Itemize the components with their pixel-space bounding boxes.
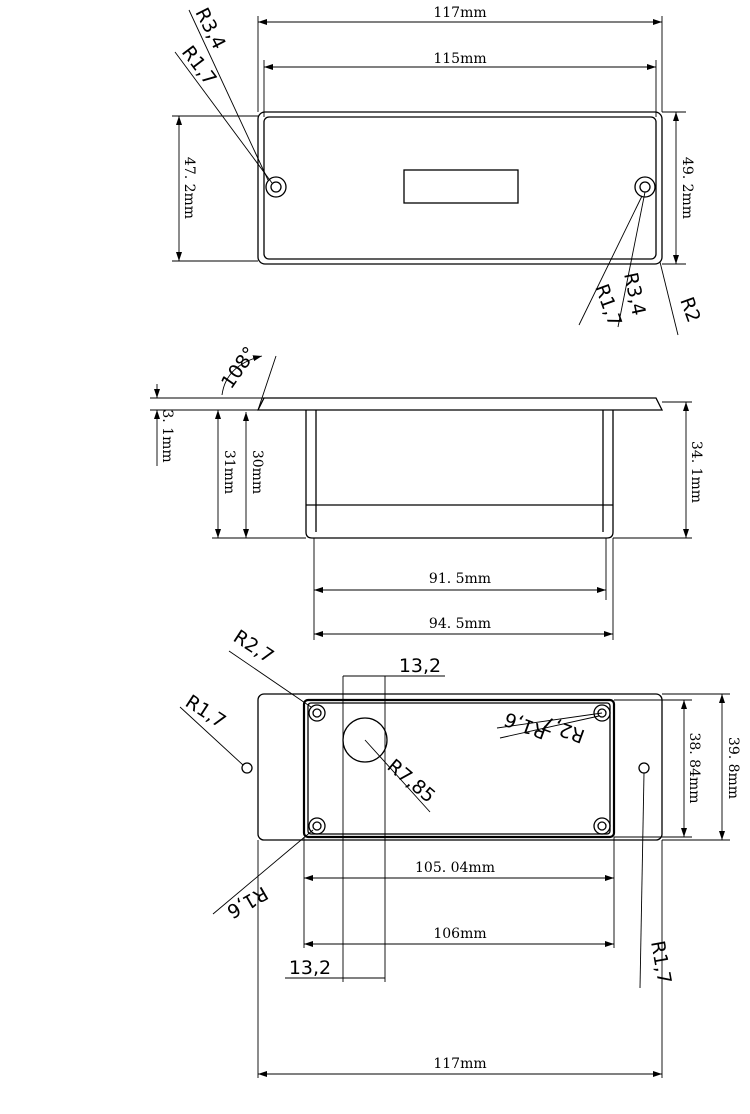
side-flange [256,397,664,411]
dim-height-30: 30mm [249,450,265,494]
side-view: 108° 3. 1mm 31mm 30mm 34. 1mm 91. 5mm 94… [150,343,704,640]
dim-inner-bottom: 91. 5mm [429,571,491,587]
screw-hole-top-left [308,704,326,722]
bottom-inner-outline-a [302,698,616,839]
bottom-inner-outline-b [307,702,611,835]
dim-overall-width: 117mm [433,5,486,21]
dim-flange: 3. 1mm [159,409,175,462]
screw-hole-top-right [593,704,611,722]
dim-height-inner: 38. 84mm [686,732,702,803]
label-mount-hole-left: R1,7 [181,691,229,733]
display-window [403,169,519,204]
dim-inner-width: 115mm [433,51,486,67]
right-mount-hole-outer [634,176,656,198]
label-hole-r16-top: R1,6 [501,707,549,743]
screw-hole-bottom-left [308,817,326,835]
label-corner-radius: R2 [675,294,704,325]
dim-outer-width: 106mm [433,926,486,942]
dim-height-outer: 39. 8mm [725,737,741,799]
label-big-hole: R7,85 [383,755,440,808]
mount-hole-right [638,762,650,774]
dim-left-height: 47. 2mm [181,157,197,219]
angle-label: 108° [217,343,261,393]
side-body-bottom [305,531,614,539]
bottom-view: 105. 04mm 106mm 117mm 38. 84mm 39. 8mm 1… [179,626,741,1078]
label-hole-outer-right: R3,4 [619,270,650,317]
label-hole-r16-bottom: R1,6 [223,882,272,923]
right-mount-hole-inner [639,181,651,193]
top-outer-outline [257,111,663,265]
dim-total-width: 117mm [433,1056,486,1072]
top-inner-outline [263,116,657,260]
dim-inner-width: 105. 04mm [415,860,495,876]
dim-height-31: 31mm [221,450,237,494]
dim-outer-bottom: 94. 5mm [429,616,491,632]
label-offset-top: 13,2 [399,655,441,677]
label-mount-hole-right: R1,7 [646,939,675,986]
label-hole-inner-right: R1,7 [590,281,626,329]
screw-hole-bottom-right [593,817,611,835]
mount-hole-left [241,762,253,774]
top-view: 117mm 115mm 47. 2mm 49. 2mm R3,4 R1,7 R3… [172,4,705,336]
label-offset-bottom: 13,2 [289,957,331,979]
dim-total-height: 34. 1mm [688,441,704,503]
label-corner-r27: R2,7 [229,626,277,668]
left-mount-hole-outer [265,176,287,198]
left-mount-hole-inner [270,181,282,193]
bottom-outer-outline [257,693,663,841]
dim-right-height: 49. 2mm [679,157,695,219]
